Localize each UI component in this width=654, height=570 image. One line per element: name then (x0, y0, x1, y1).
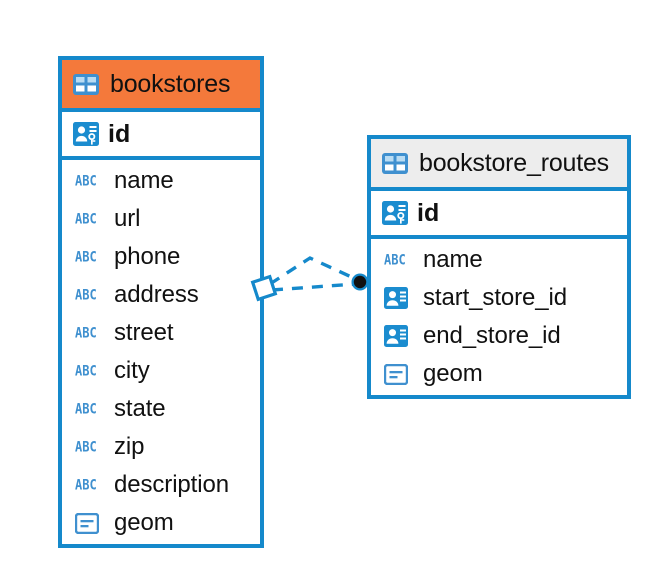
field-row-zip[interactable]: ABC zip (62, 428, 260, 466)
abc-text-icon: ABC (75, 324, 97, 342)
abc-text-icon: ABC (75, 172, 97, 190)
field-row-street[interactable]: ABC street (62, 314, 260, 352)
field-row-phone[interactable]: ABC phone (62, 238, 260, 276)
abc-text-icon: ABC (384, 251, 406, 269)
field-label: geom (114, 509, 174, 536)
field-label: url (114, 205, 141, 232)
table-icon (382, 152, 408, 174)
field-row-end-store-id[interactable]: end_store_id (371, 317, 627, 355)
field-label: address (114, 281, 199, 308)
abc-text-icon: ABC (75, 248, 97, 266)
entity-header-bookstores[interactable]: bookstores (62, 60, 260, 112)
field-label: start_store_id (423, 284, 568, 311)
entity-bookstore-routes[interactable]: bookstore_routes id ABC (367, 135, 631, 399)
field-list-bookstore-routes: ABC name start_store_id (371, 239, 627, 393)
field-row-name[interactable]: ABC name (62, 162, 260, 200)
field-label: street (114, 319, 174, 346)
relationship-line-upper (269, 256, 359, 286)
abc-text-icon: ABC (75, 362, 97, 380)
abc-text-icon: ABC (75, 400, 97, 418)
primary-key-icon (73, 122, 99, 146)
abc-text-icon: ABC (75, 210, 97, 228)
field-row-address[interactable]: ABC address (62, 276, 260, 314)
field-list-bookstores: ABC name ABC url ABC phone ABC (62, 160, 260, 542)
field-row-name[interactable]: ABC name (371, 241, 627, 279)
field-row-geom[interactable]: geom (62, 504, 260, 542)
primary-key-label: id (417, 198, 440, 227)
field-label: phone (114, 243, 181, 270)
abc-text-icon: ABC (75, 286, 97, 304)
field-row-start-store-id[interactable]: start_store_id (371, 279, 627, 317)
field-label: zip (114, 433, 145, 460)
field-row-geom[interactable]: geom (371, 355, 627, 393)
entity-title: bookstore_routes (419, 148, 609, 177)
foreign-key-icon (384, 325, 414, 347)
field-row-state[interactable]: ABC state (62, 390, 260, 428)
entity-bookstores[interactable]: bookstores id ABC (58, 56, 264, 548)
field-label: description (114, 471, 229, 498)
field-label: city (114, 357, 150, 384)
entity-title: bookstores (110, 69, 231, 98)
relationship-target-marker (351, 273, 369, 291)
abc-text-icon: ABC (75, 438, 97, 456)
relationship-connector[interactable] (250, 240, 380, 310)
field-label: name (114, 167, 174, 194)
table-icon (73, 73, 99, 95)
field-row-description[interactable]: ABC description (62, 466, 260, 504)
field-row-city[interactable]: ABC city (62, 352, 260, 390)
field-label: name (423, 246, 483, 273)
primary-key-row-bookstore-routes[interactable]: id (371, 191, 627, 239)
abc-text-icon: ABC (75, 476, 97, 494)
relationship-line-lower (271, 282, 357, 292)
field-label: state (114, 395, 166, 422)
foreign-key-icon (384, 287, 414, 309)
geometry-icon (384, 363, 414, 385)
geometry-icon (75, 512, 105, 534)
primary-key-row-bookstores[interactable]: id (62, 112, 260, 160)
field-row-url[interactable]: ABC url (62, 200, 260, 238)
field-label: end_store_id (423, 322, 561, 349)
primary-key-label: id (108, 119, 131, 148)
primary-key-icon (382, 201, 408, 225)
field-label: geom (423, 360, 483, 387)
entity-header-bookstore-routes[interactable]: bookstore_routes (371, 139, 627, 191)
